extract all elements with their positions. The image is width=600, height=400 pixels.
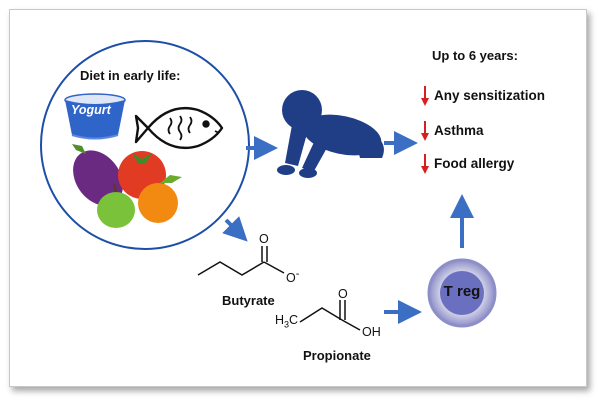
outcomes-title: Up to 6 years: (432, 48, 518, 63)
orange-icon (138, 175, 182, 223)
butyrate-oxygen-minus-label: O- (286, 268, 300, 286)
eggplant-icon (72, 144, 123, 206)
decrease-arrow-icon (421, 154, 429, 174)
butyrate-structure (197, 246, 285, 276)
decrease-arrow-icon (421, 121, 429, 141)
outcome-asthma: Asthma (434, 123, 484, 138)
propionate-oxygen-label: O (338, 287, 348, 301)
outcome-any-sensitization: Any sensitization (434, 88, 546, 103)
fish-icon (134, 106, 224, 150)
yogurt-label: Yogurt (71, 103, 111, 117)
treg-label: T reg (443, 283, 481, 300)
baby-icon (277, 90, 384, 178)
propionate-label: Propionate (303, 348, 371, 363)
apple-icon (97, 183, 135, 228)
butyrate-oxygen-label: O (259, 232, 269, 246)
decrease-arrow-icon (421, 86, 429, 106)
yogurt-icon (64, 93, 126, 140)
outcome-food-allergy: Food allergy (434, 156, 515, 171)
diet-title: Diet in early life: (80, 68, 181, 83)
propionate-methyl-label: H3C (275, 313, 299, 330)
propionate-structure (299, 300, 361, 331)
butyrate-label: Butyrate (222, 293, 275, 308)
treg-cell (427, 258, 497, 328)
propionate-hydroxyl-label: OH (362, 325, 381, 339)
arrow-diet-to-butyrate (222, 216, 248, 242)
